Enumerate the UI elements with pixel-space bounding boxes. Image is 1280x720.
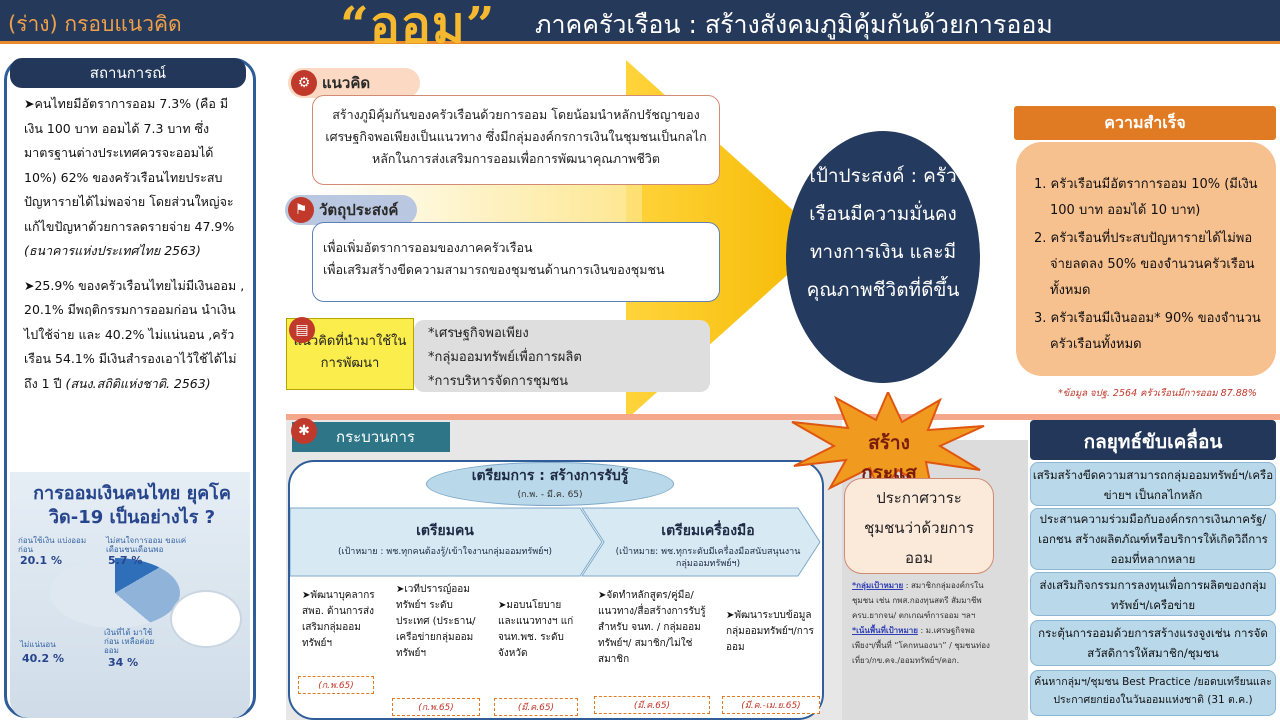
strategy-heading: กลยุทธ์ขับเคลื่อน (1030, 420, 1276, 460)
step-date: (มี.ค.65) (594, 696, 710, 714)
infographic-label-1: ก่อนใช้เงิน แบ่งออมก่อน (18, 536, 87, 554)
objective-label: ⚑ วัตถุประสงค์ (285, 195, 417, 225)
applied-item: *กลุ่มออมทรัพย์เพื่อการผลิต (428, 350, 582, 365)
focus-area: *เน้นพื้นที่เป้าหมาย : ม.เศรษฐกิจพอเพียง… (852, 623, 992, 668)
strategy-item: ส่งเสริมกิจกรรมการลงทุนเพื่อการผลิตของกล… (1030, 572, 1276, 616)
objective-line-1: เพื่อเพิ่มอัตราการออมของภาคครัวเรือน (323, 240, 533, 255)
tools-subtitle: (เป้าหมาย: พช.ทุกระดับมีเครื่องมือสนับสน… (615, 547, 801, 569)
declaration-box: ประกาศวาระชุมชนว่าด้วยการออม (844, 478, 994, 574)
objective-line-2: เพื่อเสริมสร้างขีดความสามารถของชุมชนด้าน… (323, 262, 665, 277)
situation-p2: 25.9% ของครัวเรือนไทยไม่มีเงินออม , 20.1… (24, 277, 245, 391)
process-step: ➤มอบนโยบายและแนวทางฯ แก่ จนท.พช. ระดับจั… (492, 594, 580, 674)
step-date: (มี.ค.-เม.ย.65) (722, 696, 820, 714)
page-title: ภาคครัวเรือน : สร้างสังคมภูมิคุ้มกันด้วย… (535, 10, 1053, 39)
success-list: 1. ครัวเรือนมีอัตราการออม 10% (มีเงิน 10… (1034, 172, 1270, 358)
arrow-icon: ➤ (24, 96, 35, 111)
applied-title: แนวคิดที่นำมาใช้ในการพัฒนา (293, 334, 407, 371)
strategy-item: ประสานความร่วมมือกับองค์กรการเงินภาครัฐ/… (1030, 508, 1276, 570)
infographic-value-3: 40.2 % (22, 652, 64, 665)
people-title: เตรียมคน (416, 523, 474, 539)
tools-icon: ✱ (291, 418, 317, 444)
preparation-title: เตรียมการ : สร้างการรับรู้ (471, 468, 629, 484)
goal-circle: เป้าประสงค์ : ครัวเรือนมีความมั่นคงทางกา… (786, 131, 980, 383)
situation-paragraph-2: ➤25.9% ของครัวเรือนไทยไม่มีเงินออม , 20.… (24, 274, 246, 397)
applied-item: *การบริหารจัดการชุมชน (428, 374, 569, 389)
situation-p1-source: (ธนาคารแห่งประเทศไทย 2563) (24, 243, 201, 258)
process-step: ➤เวทีปรารญ์ออมทรัพย์ฯ ระดับประเทศ (ประธา… (390, 578, 486, 696)
goal-text: เป้าประสงค์ : ครัวเรือนมีความมั่นคงทางกา… (806, 165, 960, 301)
success-footnote: *ข้อมูล จปฐ. 2564 ครัวเรือนมีการออม 87.8… (1058, 388, 1257, 399)
target-label: *กลุ่มเป้าหมาย (852, 581, 904, 590)
starburst-icon (791, 392, 985, 494)
success-item: 2. ครัวเรือนที่ประสบปัญหารายได้ไม่พอจ่าย… (1034, 231, 1255, 298)
step-text: ➤พัฒนาระบบข้อมูลกลุ่มออมทรัพย์ฯ/การออม (726, 610, 814, 653)
focus-text: : ม.เศรษฐกิจพอเพียงฯ/พื้นที่ “โคกหนองนา”… (852, 626, 990, 665)
strategy-item: เสริมสร้างขีดความสามารถกลุ่มออมทรัพย์ฯ/เ… (1030, 462, 1276, 506)
people-subtitle: (เป้าหมาย : พช.ทุกคนต้องรู้/เข้าใจงานกลุ… (338, 547, 552, 557)
declaration-text: ประกาศวาระชุมชนว่าด้วยการออม (864, 489, 974, 567)
step-date: (ก.พ.65) (392, 698, 480, 716)
divider (286, 414, 1280, 420)
infographic-label-4: เงินที่ได้ มาใช้ก่อน เหลือค่อยออม (104, 628, 155, 655)
applied-label: ▤ แนวคิดที่นำมาใช้ในการพัฒนา (286, 317, 414, 390)
savings-infographic: การออมเงินคนไทย ยุคโควิด-19 เป็นอย่างไร … (10, 472, 250, 718)
situation-p1: คนไทยมีอัตราการออม 7.3% (คือ มีเงิน 100 … (24, 96, 235, 234)
infographic-label-2: ไม่สนใจการออม ขอแค่เดือนชนเดือนพอ (106, 536, 187, 554)
infographic-value-1: 20.1 % (20, 554, 62, 567)
strategy-item: กระตุ้นการออมด้วยการสร้างแรงจูงเช่น การจ… (1030, 620, 1276, 666)
preparation-date: (ก.พ. - มี.ค. 65) (517, 490, 583, 500)
target-notes: *กลุ่มเป้าหมาย : สมาชิกกลุ่มองค์กรในชุมช… (852, 578, 992, 668)
preparation-oval: เตรียมการ : สร้างการรับรู้ (ก.พ. - มี.ค.… (426, 462, 674, 506)
success-item: 3. ครัวเรือนมีเงินออม* 90% ของจำนวนครัวเ… (1034, 311, 1261, 352)
process-step: ➤พัฒนาบุคลากร สพอ. ด้านการส่งเสริมกลุ่มอ… (296, 584, 386, 668)
target-text: : สมาชิกกลุ่มองค์กรในชุมชน เช่น กพส.กองท… (852, 581, 984, 620)
tools-title: เตรียมเครื่องมือ (661, 523, 755, 539)
book-icon: ▤ (289, 317, 315, 343)
concept-title: แนวคิด (322, 74, 371, 92)
success-box (1016, 142, 1276, 376)
infographic-value-2: 5.7 % (108, 554, 143, 567)
infographic-value-4: 34 % (108, 656, 139, 669)
situation-paragraph-1: ➤คนไทยมีอัตราการออม 7.3% (คือ มีเงิน 100… (24, 92, 246, 264)
oom-title: “ออม” (340, 0, 496, 54)
piggy-bank-icon (170, 590, 242, 648)
applied-item: *เศรษฐกิจพอเพียง (428, 326, 529, 341)
arrow-icon: ➤ (24, 277, 35, 293)
objective-box: เพื่อเพิ่มอัตราการออมของภาคครัวเรือน เพื… (312, 222, 720, 302)
infographic-label-3: ไม่แน่นอน (20, 640, 56, 649)
target-group: *กลุ่มเป้าหมาย : สมาชิกกลุ่มองค์กรในชุมช… (852, 578, 992, 623)
step-date: (ก.พ.65) (298, 676, 374, 694)
prepare-tools: เตรียมเครื่องมือ (เป้าหมาย: พช.ทุกระดับม… (610, 506, 806, 576)
concept-box: สร้างภูมิคุ้มกันของครัวเรือนด้วยการออม โ… (312, 95, 720, 185)
step-text: ➤มอบนโยบายและแนวทางฯ แก่ จนท.พช. ระดับจั… (498, 600, 574, 659)
step-text: ➤พัฒนาบุคลากร สพอ. ด้านการส่งเสริมกลุ่มอ… (302, 590, 375, 649)
step-date: (มี.ค.65) (494, 698, 578, 716)
step-text: ➤เวทีปรารญ์ออมทรัพย์ฯ ระดับประเทศ (ประธา… (396, 584, 476, 659)
step-text: ➤จัดทำหลักสูตร/คู่มือ/แนวทาง/สื่อสร้างกา… (598, 590, 706, 665)
infographic-title: การออมเงินคนไทย ยุคโควิด-19 เป็นอย่างไร … (33, 483, 231, 528)
concept-text: สร้างภูมิคุ้มกันของครัวเรือนด้วยการออม โ… (325, 107, 707, 166)
applied-list: *เศรษฐกิจพอเพียง *กลุ่มออมทรัพย์เพื่อการ… (414, 320, 710, 392)
concept-icon: ⚙ (291, 70, 317, 96)
concept-label: ⚙ แนวคิด (288, 68, 420, 98)
success-heading: ความสำเร็จ (1014, 106, 1276, 140)
situation-heading: สถานการณ์ (10, 58, 246, 88)
situation-text: ➤คนไทยมีอัตราการออม 7.3% (คือ มีเงิน 100… (24, 92, 246, 396)
success-item: 1. ครัวเรือนมีอัตราการออม 10% (มีเงิน 10… (1034, 177, 1258, 218)
prepare-people: เตรียมคน (เป้าหมาย : พช.ทุกคนต้องรู้/เข้… (300, 506, 590, 576)
process-step: ➤จัดทำหลักสูตร/คู่มือ/แนวทาง/สื่อสร้างกา… (592, 584, 712, 688)
flag-icon: ⚑ (288, 197, 314, 223)
draft-label: (ร่าง) กรอบแนวคิด (8, 12, 182, 36)
objective-title: วัตถุประสงค์ (319, 201, 399, 219)
process-step: ➤พัฒนาระบบข้อมูลกลุ่มออมทรัพย์ฯ/การออม (720, 604, 820, 670)
focus-label: *เน้นพื้นที่เป้าหมาย (852, 626, 918, 635)
strategy-item: ค้นหากลุ่มฯ/ชุมชน Best Practice /ยอดบเทร… (1030, 670, 1276, 716)
process-chevrons (290, 507, 821, 577)
situation-p2-source: (สนง.สถิติแห่งชาติ. 2563) (65, 375, 211, 391)
process-heading: กระบวนการ (292, 422, 450, 452)
pie-graphic (50, 558, 180, 628)
title-bar (0, 0, 1280, 44)
